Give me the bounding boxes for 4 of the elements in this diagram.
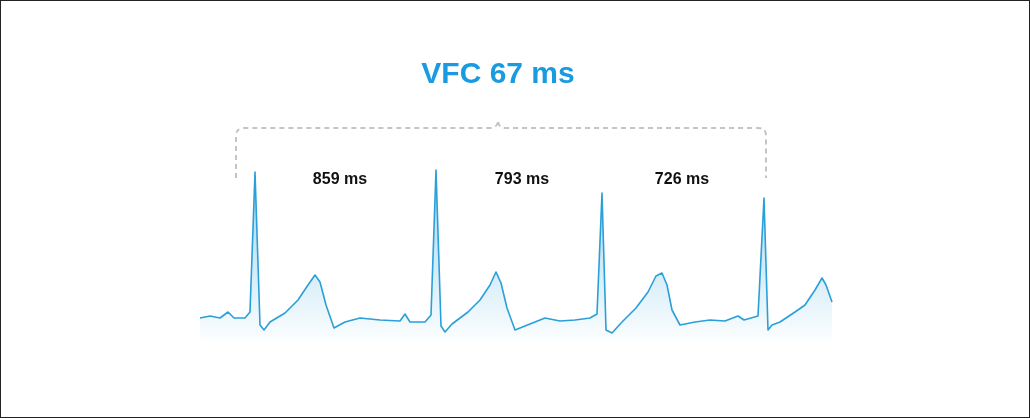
interval-label: 793 ms	[493, 170, 551, 188]
interval-label: 859 ms	[311, 170, 369, 188]
diagram-title: VFC 67 ms	[420, 56, 576, 90]
interval-label: 726 ms	[653, 170, 711, 188]
